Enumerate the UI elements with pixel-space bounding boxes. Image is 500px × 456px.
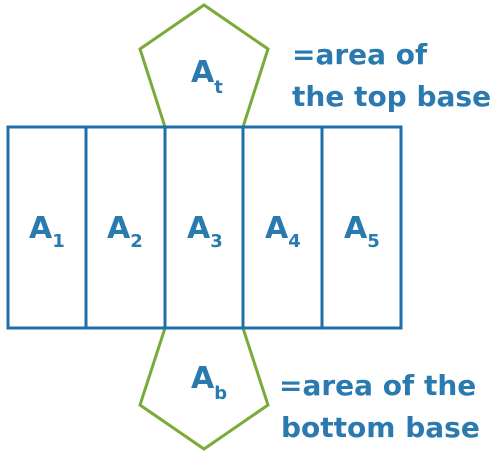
face-label-3: A3: [187, 211, 223, 252]
lateral-faces: [6, 125, 403, 330]
face-label-2: A2: [107, 211, 143, 252]
top-base-note-line2: the top base: [292, 80, 491, 113]
face-label-1: A1: [29, 211, 65, 252]
bottom-base-note-line1: =area of the: [279, 369, 476, 402]
top-base-label: At: [191, 55, 223, 98]
top-base-note-line1: =area of: [292, 38, 428, 71]
face-rect-5: [320, 125, 403, 330]
face-label-4: A4: [265, 211, 301, 252]
face-label-5: A5: [344, 211, 380, 252]
bottom-base-note-line2: bottom base: [281, 411, 480, 444]
bottom-base-label: Ab: [191, 361, 227, 404]
